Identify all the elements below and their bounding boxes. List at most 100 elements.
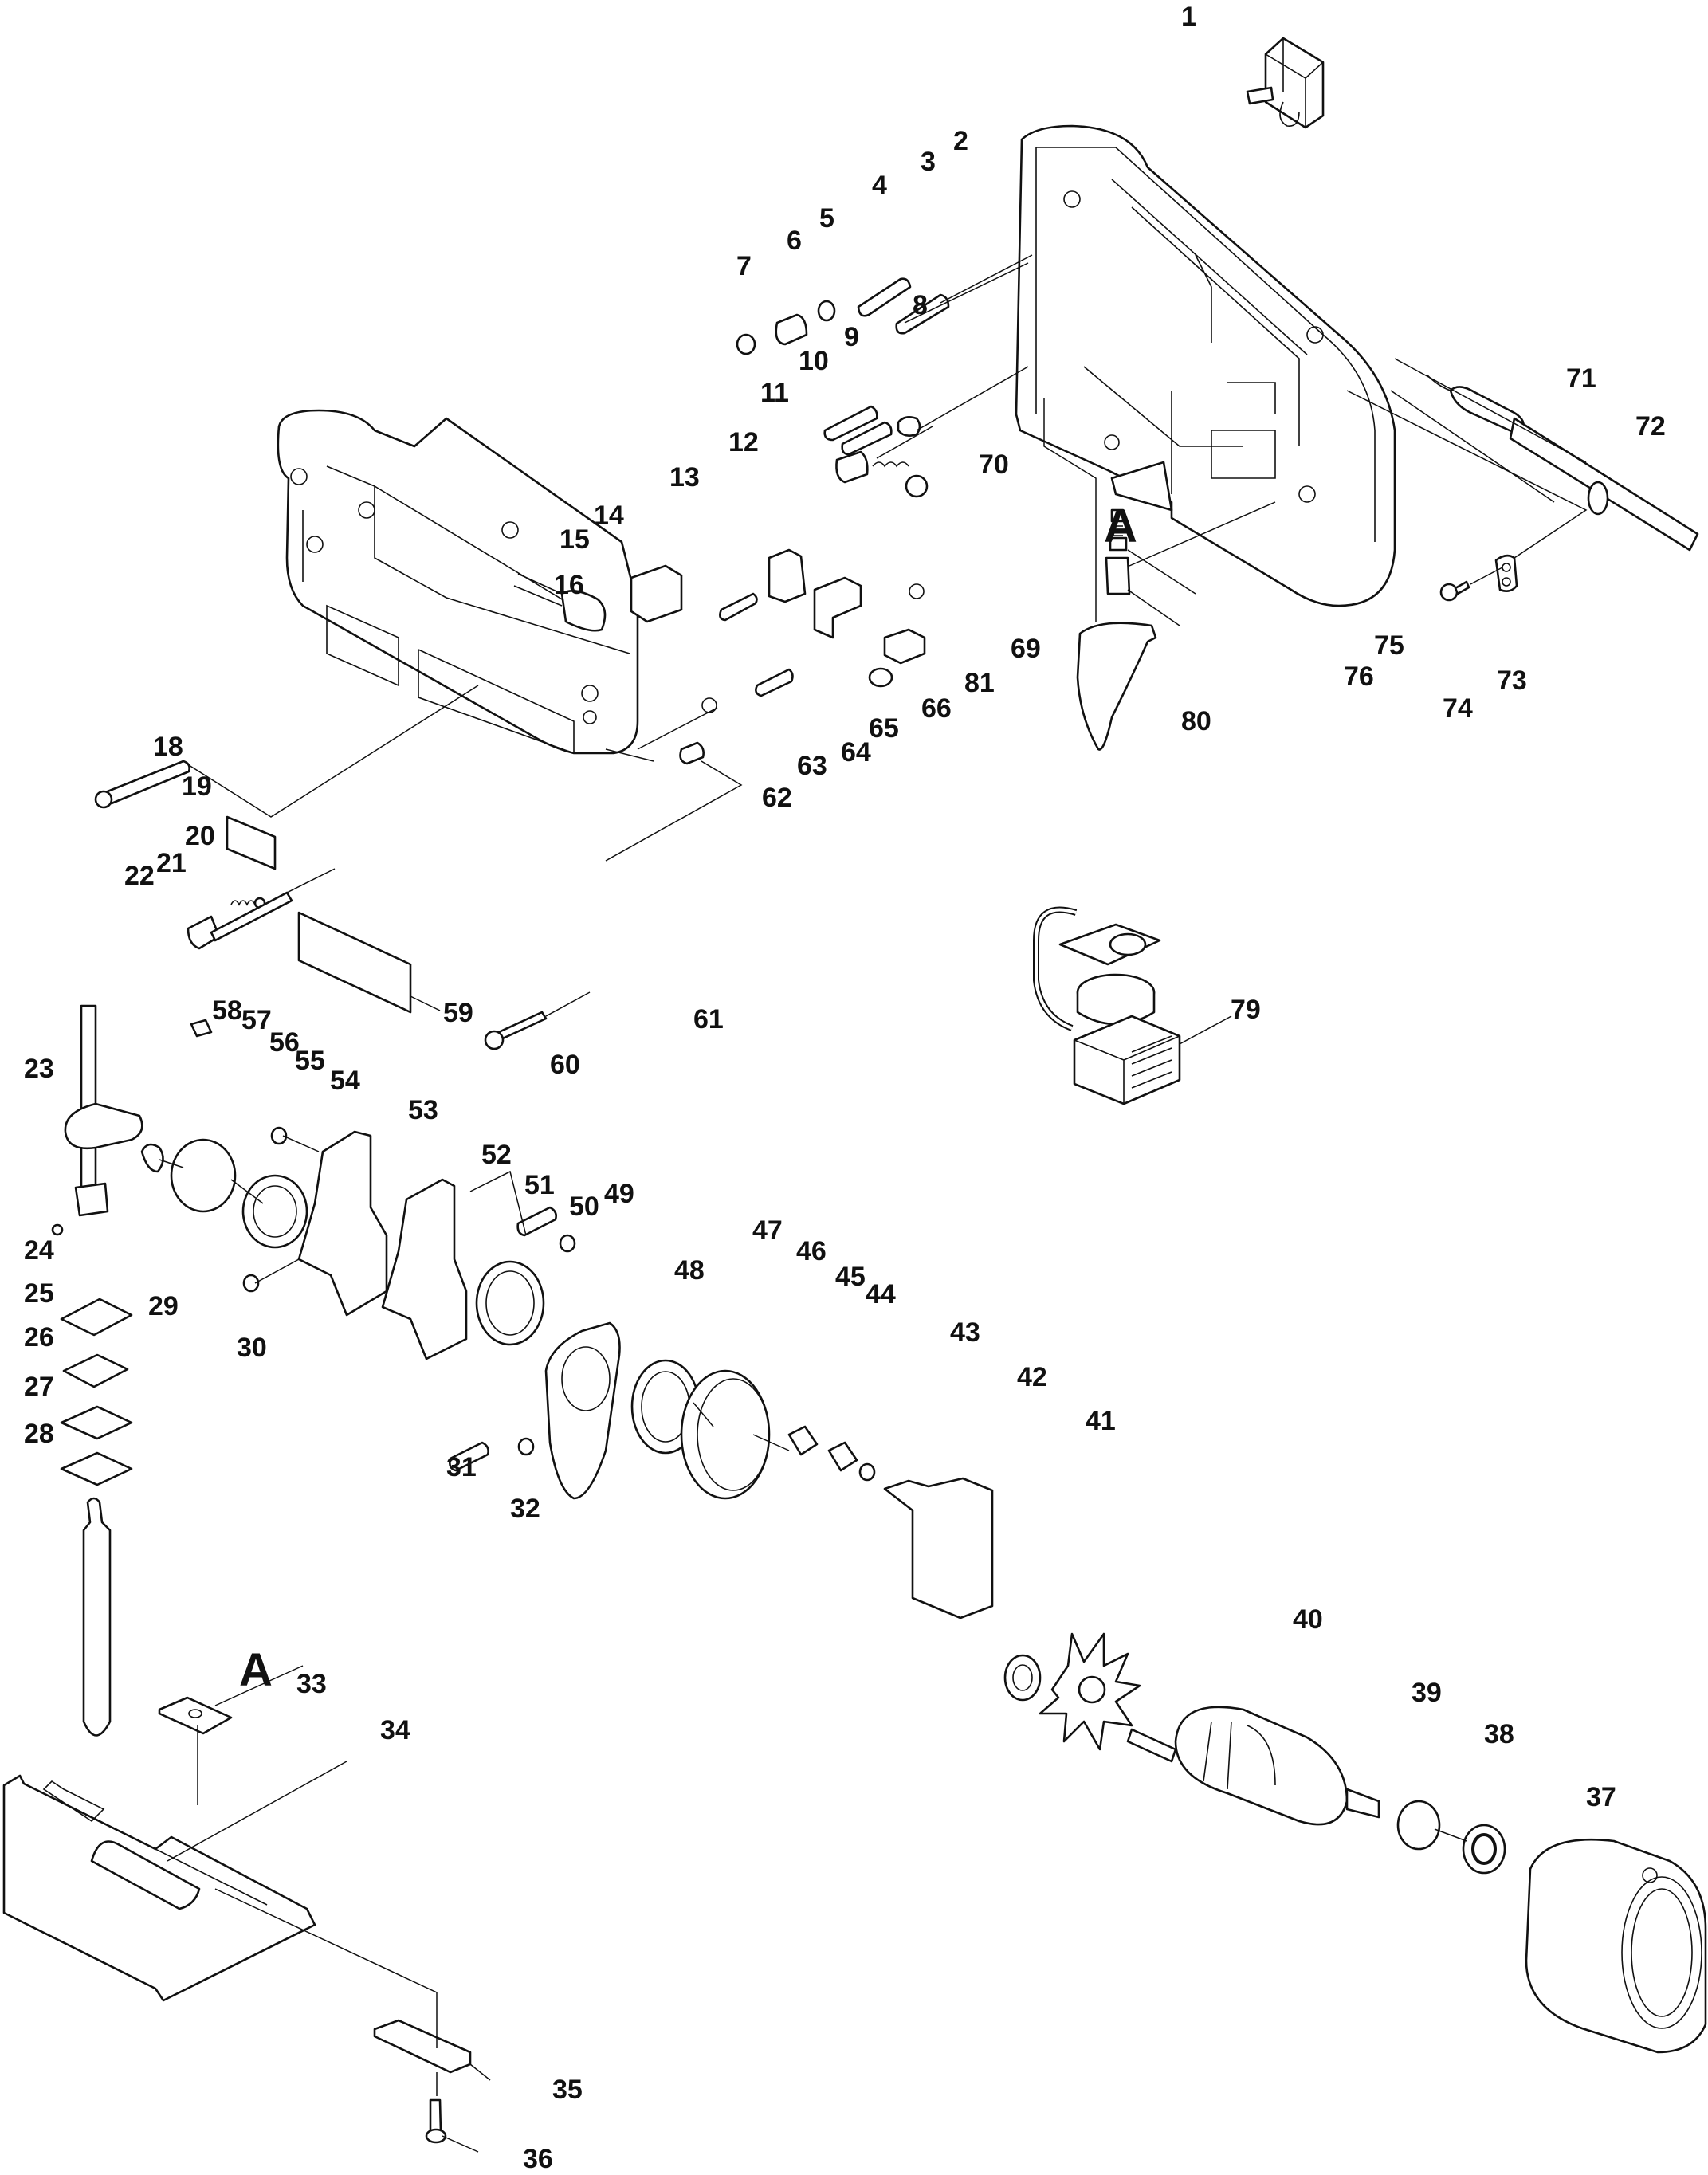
part-40-armature bbox=[1174, 1706, 1349, 1826]
part-66-nut bbox=[868, 667, 893, 688]
part-label-46: 46 bbox=[796, 1236, 827, 1266]
part-label-33: 33 bbox=[296, 1669, 327, 1699]
part-25-plate bbox=[60, 1298, 133, 1337]
part-label-69: 69 bbox=[1011, 634, 1041, 664]
part-5-washer bbox=[817, 300, 836, 322]
part-label-80: 80 bbox=[1181, 706, 1211, 736]
part-label-13: 13 bbox=[669, 462, 700, 493]
part-label-28: 28 bbox=[24, 1419, 54, 1449]
part-label-76: 76 bbox=[1344, 662, 1374, 692]
left-housing bbox=[277, 409, 654, 762]
part-label-35: 35 bbox=[552, 2075, 583, 2105]
part-label-42: 42 bbox=[1017, 1362, 1047, 1392]
upper-small-parts bbox=[736, 254, 1033, 498]
part-29-bearing bbox=[140, 1143, 164, 1173]
part-7-washer bbox=[736, 333, 756, 355]
part-47-gear bbox=[680, 1369, 771, 1500]
part-label-11: 11 bbox=[760, 378, 789, 408]
part-label-3: 3 bbox=[921, 147, 936, 177]
part-6-collar bbox=[775, 313, 808, 346]
part-label-15: 15 bbox=[560, 524, 590, 555]
part-56-washer bbox=[270, 1126, 288, 1145]
part-label-4: 4 bbox=[872, 171, 887, 201]
part-label-61: 61 bbox=[693, 1004, 724, 1034]
part-label-81: 81 bbox=[964, 668, 995, 698]
part-33-plate bbox=[158, 1696, 233, 1735]
part-35-shoe bbox=[373, 2019, 472, 2074]
part-label-1: 1 bbox=[1181, 2, 1196, 32]
part-label-10: 10 bbox=[799, 346, 829, 376]
part-label-62: 62 bbox=[762, 783, 792, 813]
part-73-clamp bbox=[1494, 554, 1518, 592]
part-label-74: 74 bbox=[1443, 693, 1473, 724]
part-label-60: 60 bbox=[550, 1050, 580, 1080]
part-8-plug bbox=[897, 416, 921, 437]
left-fasteners bbox=[94, 685, 591, 1050]
part-label-9: 9 bbox=[844, 322, 859, 352]
part-label-57: 57 bbox=[241, 1005, 272, 1035]
part-label-70: 70 bbox=[979, 450, 1009, 480]
armature-shaft bbox=[1126, 1728, 1177, 1763]
part-label-12: 12 bbox=[728, 427, 759, 457]
part-label-64: 64 bbox=[841, 737, 871, 768]
part-label-65: 65 bbox=[869, 713, 899, 744]
part-label-22: 22 bbox=[124, 861, 155, 891]
part-30-washer bbox=[242, 1274, 260, 1293]
part-label-2: 2 bbox=[953, 126, 968, 156]
part-label-71: 71 bbox=[1566, 363, 1596, 394]
part-15-cube bbox=[630, 564, 683, 623]
part-37-field bbox=[1525, 1838, 1707, 2054]
part-42-bearing bbox=[1003, 1654, 1042, 1702]
part-62-pin bbox=[679, 741, 705, 765]
part-58-screw bbox=[190, 1019, 213, 1038]
part-50-washer bbox=[559, 1234, 576, 1253]
part-label-51: 51 bbox=[524, 1170, 555, 1200]
part-label-43: 43 bbox=[950, 1317, 980, 1348]
part-57-cam bbox=[170, 1138, 237, 1213]
part-51-pin bbox=[516, 1206, 557, 1237]
part-26-plate bbox=[62, 1353, 129, 1388]
part-label-79: 79 bbox=[1231, 995, 1261, 1025]
part-38-bearing bbox=[1462, 1824, 1506, 1875]
part-label-45: 45 bbox=[835, 1262, 866, 1292]
part-label-54: 54 bbox=[330, 1066, 360, 1096]
part-label-50: 50 bbox=[569, 1192, 599, 1222]
part-label-21: 21 bbox=[156, 848, 187, 878]
part-21-spring bbox=[230, 900, 256, 906]
part-label-58: 58 bbox=[212, 995, 242, 1026]
part-label-56: 56 bbox=[269, 1027, 300, 1058]
part-label-16: 16 bbox=[554, 570, 584, 600]
brush-parts bbox=[1105, 501, 1276, 626]
part-63-ring bbox=[701, 697, 717, 713]
switch-mechanism-parts bbox=[513, 548, 926, 862]
part-label-47: 47 bbox=[752, 1215, 783, 1246]
part-59-label bbox=[297, 911, 412, 1014]
part-label-27: 27 bbox=[24, 1372, 54, 1402]
part-10-spring bbox=[872, 461, 909, 468]
part-65-bracket bbox=[813, 576, 862, 639]
part-label-41: 41 bbox=[1086, 1406, 1116, 1436]
part-36-screw bbox=[429, 2098, 442, 2134]
part-70-pin bbox=[841, 421, 893, 456]
part-46-bearing bbox=[787, 1425, 819, 1456]
motor-assembly bbox=[1126, 1706, 1707, 2054]
part-19-label bbox=[226, 815, 277, 870]
reference-mark-a-lower: A bbox=[239, 1644, 273, 1696]
part-label-66: 66 bbox=[921, 693, 952, 724]
part-24-screw bbox=[51, 1223, 64, 1236]
part-28-plate bbox=[60, 1451, 133, 1486]
part-81-plate bbox=[883, 628, 926, 665]
part-label-6: 6 bbox=[787, 226, 802, 256]
part-53-plate bbox=[381, 1178, 468, 1360]
part-69-ring bbox=[909, 583, 925, 599]
part-11-sleeve bbox=[835, 450, 869, 484]
part-label-30: 30 bbox=[237, 1333, 267, 1363]
part-1-switch-block bbox=[1246, 37, 1325, 129]
part-label-55: 55 bbox=[295, 1046, 325, 1076]
reciprocating-parts bbox=[159, 1126, 621, 1500]
gear-train bbox=[630, 1359, 1141, 1751]
part-label-24: 24 bbox=[24, 1235, 54, 1266]
part-label-44: 44 bbox=[866, 1279, 896, 1309]
part-label-31: 31 bbox=[446, 1452, 477, 1482]
part-label-39: 39 bbox=[1412, 1678, 1442, 1708]
